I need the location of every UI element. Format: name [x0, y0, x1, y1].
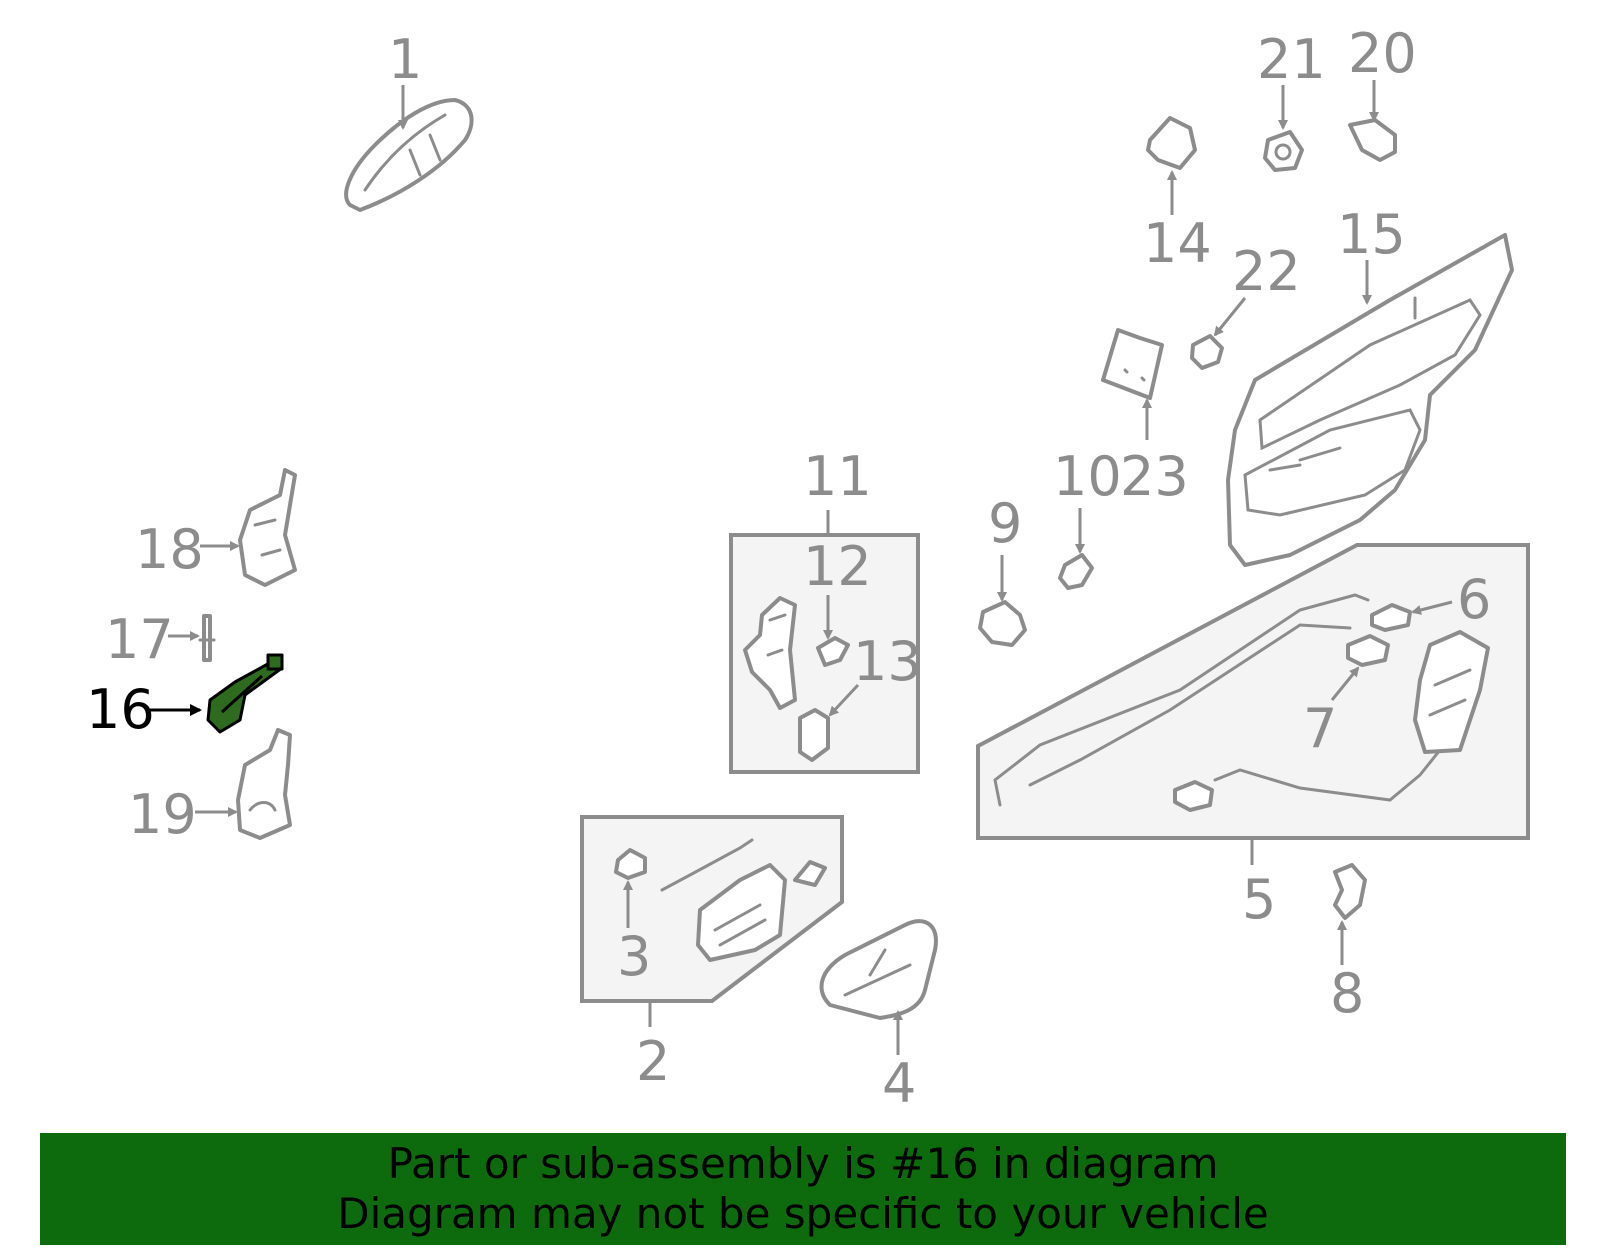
part-3-clip — [614, 848, 647, 880]
callout-20: 20 — [1348, 22, 1417, 85]
arrow-6 — [1411, 600, 1453, 615]
callout-6: 6 — [1457, 568, 1491, 631]
part-9-grommet — [978, 600, 1027, 647]
part-2-latch-rod — [660, 838, 827, 962]
part-16-door-check — [206, 653, 284, 734]
callout-2: 2 — [636, 1030, 670, 1093]
callout-10: 10 — [1053, 445, 1122, 508]
callout-15: 15 — [1337, 203, 1406, 266]
part-6-clip — [1370, 603, 1412, 632]
arrow-7 — [1330, 666, 1360, 701]
part-15-trim-panel — [1226, 233, 1514, 567]
info-banner: Part or sub-assembly is #16 in diagram D… — [40, 1133, 1566, 1245]
part-7-clip — [1346, 634, 1390, 667]
callout-22: 22 — [1232, 240, 1301, 303]
callout-23: 23 — [1120, 445, 1189, 508]
callout-9: 9 — [988, 492, 1022, 555]
part-20-clip — [1348, 118, 1397, 162]
banner-line-1: Part or sub-assembly is #16 in diagram — [387, 1139, 1219, 1188]
part-4-inside-handle — [819, 919, 938, 1020]
part-10-clip — [1058, 553, 1094, 590]
callout-14: 14 — [1143, 212, 1212, 275]
callout-18: 18 — [135, 518, 204, 581]
arrow-22 — [1213, 297, 1247, 337]
part-19-lower-hinge — [236, 728, 292, 840]
part-14-bracket — [1146, 116, 1197, 170]
part-11-bracket — [743, 596, 797, 710]
part-1-outside-handle — [344, 98, 474, 212]
callout-11: 11 — [803, 445, 872, 508]
callout-5: 5 — [1242, 868, 1276, 931]
callout-17: 17 — [105, 608, 174, 671]
callout-3: 3 — [617, 925, 651, 988]
part-18-upper-hinge — [238, 468, 297, 587]
callout-12: 12 — [803, 535, 872, 598]
part-22-cap — [1190, 334, 1224, 370]
part-8-bracket — [1333, 863, 1367, 920]
callout-13: 13 — [853, 630, 922, 693]
banner-line-2: Diagram may not be specific to your vehi… — [337, 1189, 1269, 1238]
callout-19: 19 — [128, 783, 197, 846]
callout-16: 16 — [86, 678, 155, 741]
callout-7: 7 — [1303, 697, 1337, 760]
arrow-13 — [828, 683, 860, 717]
part-13-actuator — [798, 708, 830, 762]
part-23-seal — [1101, 328, 1164, 400]
part-17-pin — [198, 614, 216, 662]
callout-1: 1 — [388, 28, 422, 91]
callout-21: 21 — [1257, 28, 1326, 91]
callout-8: 8 — [1330, 962, 1364, 1025]
callout-4: 4 — [882, 1052, 916, 1115]
part-5-cables — [993, 593, 1490, 812]
part-21-grommet — [1263, 130, 1304, 172]
